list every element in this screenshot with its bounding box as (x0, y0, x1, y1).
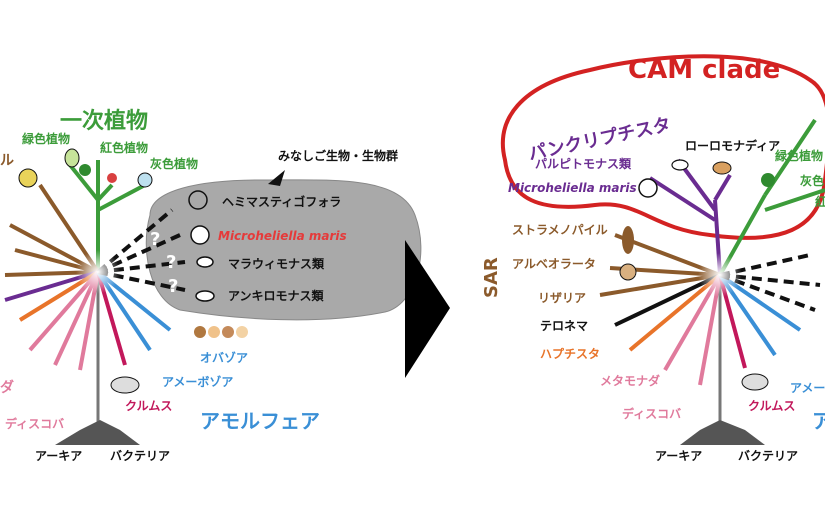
label-cut-left-1: ル (0, 153, 14, 169)
left-tree: ? ? ? 一次植物 緑色植物 紅色植物 灰色植物 ル ダ みなしご生物・生物群… (0, 108, 422, 463)
root-base (55, 420, 140, 445)
label-red-right: 紅 (815, 194, 825, 209)
label-palpitomonas: パルピトモナス類 (535, 156, 632, 171)
tree-icon (761, 173, 775, 187)
label-green-plants: 緑色植物 (22, 131, 70, 146)
label-telonemia: テロネマ (540, 319, 588, 333)
red-alga-icon (107, 173, 117, 183)
alveolate-cell-icon (619, 263, 637, 281)
cam-clade-outline (500, 54, 825, 240)
root-base-right (680, 420, 765, 445)
label-red-algae: 紅色植物 (100, 140, 148, 155)
root-glow (76, 250, 120, 294)
branch-malawimonads (97, 260, 186, 274)
branch-green-right-3 (764, 188, 825, 212)
green-plant-cell-icon (64, 148, 80, 168)
rhodelphis-cell-icon (712, 161, 732, 175)
label-microheliella-right: Microheliella maris (508, 181, 637, 195)
ancyromonad-cell-icon (195, 290, 215, 302)
heliozoa-cell-icon (638, 178, 658, 198)
label-metamonada: メタモナダ (600, 373, 660, 388)
orphan-callout-pointer (268, 170, 285, 186)
label-opisthokonta: オバゾア (200, 350, 248, 365)
person-icon (236, 326, 248, 338)
question-mark: ? (150, 229, 160, 250)
branch-green-plants (68, 163, 100, 202)
glaucophyte-cell-icon (137, 172, 153, 188)
right-tree: CAM clade パンクリプチスタ ローロモナディア パルピトモナス類 Mic… (481, 54, 825, 463)
stramenopile-icon (622, 226, 634, 254)
hemimastigophora-cell-icon (188, 190, 208, 210)
label-primary-plants: 一次植物 (60, 108, 148, 134)
person-icon (208, 326, 220, 338)
label-archaea-right: アーキア (655, 449, 702, 463)
palpitomonas-cell-icon (671, 159, 689, 171)
label-amoebozoa: アメーボゾア (162, 374, 233, 389)
branch-glaucophytes (97, 183, 146, 212)
label-archaea: アーキア (35, 449, 82, 463)
label-hemimastigophora: ヘミマスティゴフォラ (222, 194, 341, 209)
label-haptista: ハプチスタ (540, 346, 600, 361)
label-crumps-right: クルムス (748, 399, 795, 413)
label-amoebozoa-right: アメー (790, 381, 825, 395)
tree-icon (79, 164, 91, 176)
branch-microheliella-right (648, 176, 717, 222)
label-discoba-right: ディスコバ (622, 406, 681, 421)
label-cut-left-2: ダ (0, 379, 14, 396)
label-crumps: クルムス (125, 399, 172, 413)
label-amorphea-right: ア (812, 409, 825, 433)
label-sar: SAR (481, 257, 502, 298)
label-green-plants-right: 緑色植物 (775, 148, 823, 163)
label-glaucophytes: 灰色植物 (150, 156, 198, 171)
label-microheliella: Microheliella maris (218, 229, 347, 243)
label-amorphea: アモルフェア (200, 409, 320, 433)
label-rhodelphis: ローロモナディア (685, 138, 780, 153)
label-stramenopiles: ストラメノパイル (512, 223, 608, 237)
branch-rhodelphis (713, 173, 732, 202)
question-mark: ? (168, 276, 178, 297)
orphan-group-title: みなしご生物・生物群 (278, 148, 398, 163)
label-bacteria: バクテリア (110, 449, 170, 463)
label-rhizaria: リザリア (538, 291, 586, 305)
label-bacteria-right: バクテリア (738, 449, 798, 463)
label-glaucophytes-right: 灰色 (800, 173, 824, 188)
label-alveolata: アルベオラータ (512, 257, 596, 271)
label-ancyromonads: アンキロモナス類 (228, 288, 325, 303)
person-icon (194, 326, 206, 338)
crumps-cell-icon (110, 376, 140, 394)
question-mark: ? (166, 252, 176, 273)
crumps-cell-icon (741, 373, 769, 391)
label-discoba: ディスコバ (5, 416, 64, 431)
label-cam-clade: CAM clade (628, 55, 780, 85)
root-glow-right (698, 253, 742, 297)
person-icon (222, 326, 234, 338)
malawimonad-cell-icon (196, 256, 214, 268)
heliozoa-cell-icon (190, 225, 210, 245)
branch-red-algae (96, 183, 114, 202)
green-alga-cell-icon (18, 168, 38, 188)
transition-arrow (405, 240, 450, 378)
label-malawimonads: マラウィモナス類 (228, 256, 325, 271)
